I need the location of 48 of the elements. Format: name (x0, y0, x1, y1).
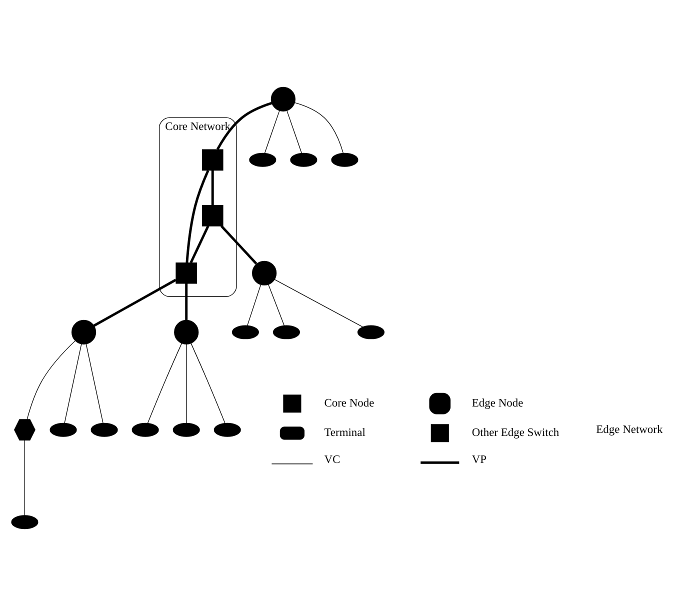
node-ellipse (214, 422, 241, 436)
node-circle (252, 260, 277, 285)
connector (147, 342, 182, 424)
node-ellipse (331, 152, 358, 166)
label: Edge Network (596, 423, 663, 436)
connector (294, 102, 344, 154)
connector (186, 169, 210, 262)
legend-label: Other Edge Switch (472, 426, 560, 439)
node-ellipse (249, 152, 276, 166)
cluster: Core Network (158, 116, 237, 296)
node-ellipse (132, 422, 159, 436)
node-hexagon (14, 418, 36, 440)
legend-label: Edge Node (472, 397, 524, 410)
connector (93, 278, 176, 326)
legend-label: Core Node (324, 397, 374, 410)
connector (190, 342, 226, 424)
connector (190, 224, 210, 263)
node-box (202, 148, 224, 170)
node-circle (270, 86, 296, 111)
connector (274, 278, 364, 327)
connector (247, 284, 262, 326)
node-box (202, 204, 224, 226)
node-ellipse (272, 324, 300, 339)
connector (185, 282, 188, 320)
legend-label: VC (324, 453, 340, 466)
connector (186, 344, 187, 423)
connector (24, 440, 26, 516)
connector (86, 343, 104, 423)
connector (264, 110, 280, 154)
node-ellipse (50, 422, 77, 436)
connector (211, 170, 214, 205)
node-ellipse (90, 422, 118, 436)
node-ellipse (290, 152, 318, 166)
connector (64, 343, 82, 423)
connector (216, 101, 272, 150)
node-circle (174, 319, 199, 344)
node-ellipse (11, 514, 38, 529)
node-ellipse (172, 422, 200, 436)
legend-label: VP (472, 453, 487, 466)
node-box (176, 262, 198, 284)
legend-label: Terminal (324, 426, 366, 439)
node-ellipse (232, 324, 259, 339)
node-ellipse (357, 324, 385, 339)
connector (286, 110, 302, 154)
connector (220, 224, 258, 264)
connector (268, 284, 285, 326)
node-circle (71, 319, 96, 344)
connector (26, 340, 76, 420)
